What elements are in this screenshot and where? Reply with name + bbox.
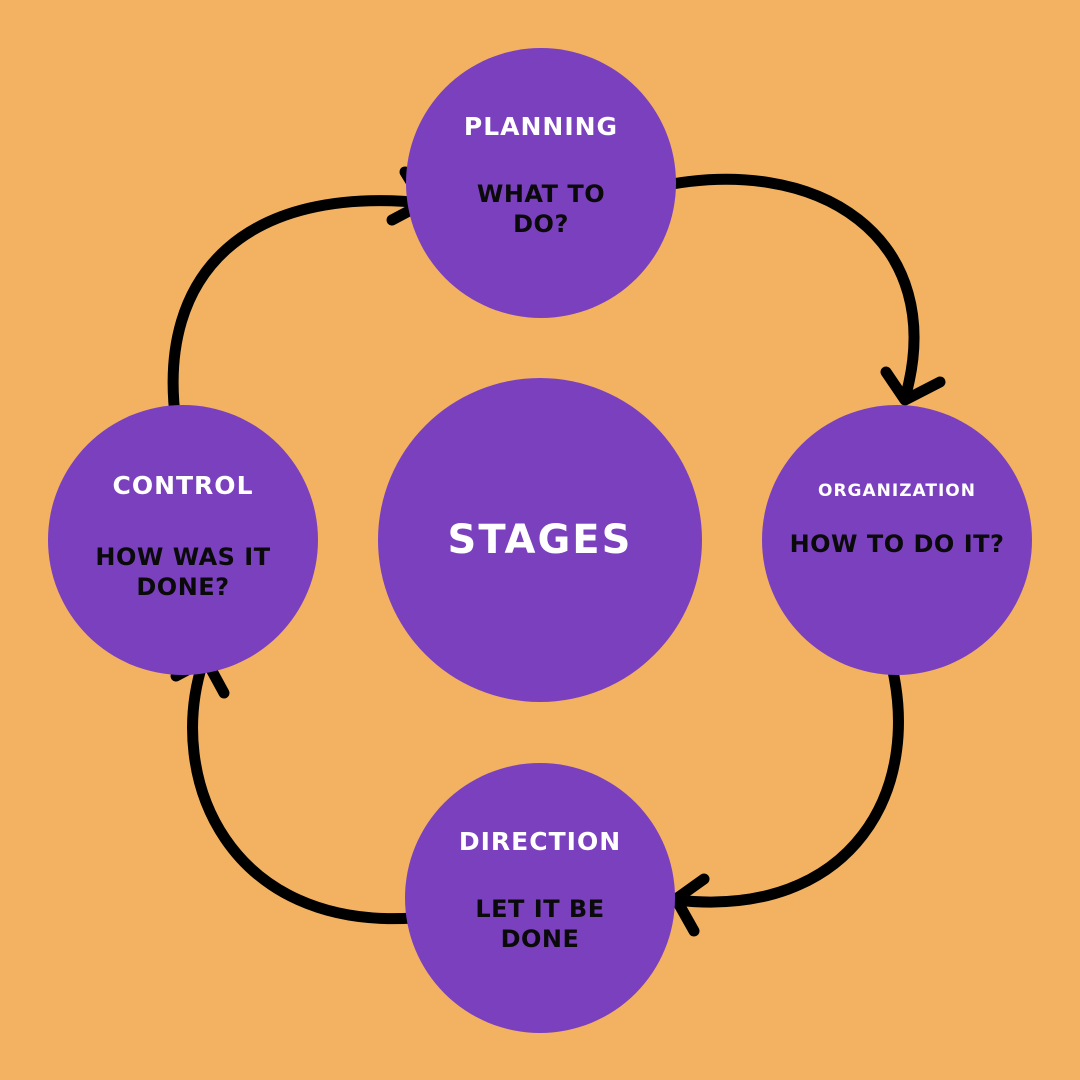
arrow-control-to-planning <box>167 195 430 429</box>
stage-organization: ORGANIZATION HOW TO DO IT? <box>762 405 1032 675</box>
arrow-organization-to-direction <box>670 642 904 908</box>
circle-control <box>48 405 318 675</box>
cycle-arrows <box>167 166 946 937</box>
circles <box>48 48 1032 1033</box>
stage-question: WHAT TO DO? <box>476 180 606 238</box>
stage-question: LET IT BE DONE <box>475 895 605 953</box>
arrow-direction-to-control <box>187 656 420 925</box>
arrow-planning-to-organization <box>646 173 920 404</box>
center-label: STAGES <box>447 517 633 563</box>
circle-organization <box>762 405 1032 675</box>
stage-direction: DIRECTION LET IT BE DONE <box>405 763 675 1033</box>
stage-question: HOW WAS IT DONE? <box>95 543 271 601</box>
stage-title: ORGANIZATION <box>818 481 976 501</box>
circle-direction <box>405 763 675 1033</box>
stage-title: DIRECTION <box>458 827 622 856</box>
circle-center <box>378 378 702 702</box>
arrowhead-organization-to-direction <box>670 873 710 937</box>
stage-title: PLANNING <box>463 112 619 141</box>
stage-planning: PLANNING WHAT TO DO? <box>406 48 676 318</box>
circle-planning <box>406 48 676 318</box>
stage-title: CONTROL <box>112 471 254 500</box>
stage-control: CONTROL HOW WAS IT DONE? <box>48 405 318 675</box>
stage-question: HOW TO DO IT? <box>789 530 1005 558</box>
arrowhead-planning-to-organization <box>880 366 946 406</box>
center-node: STAGES <box>378 378 702 702</box>
